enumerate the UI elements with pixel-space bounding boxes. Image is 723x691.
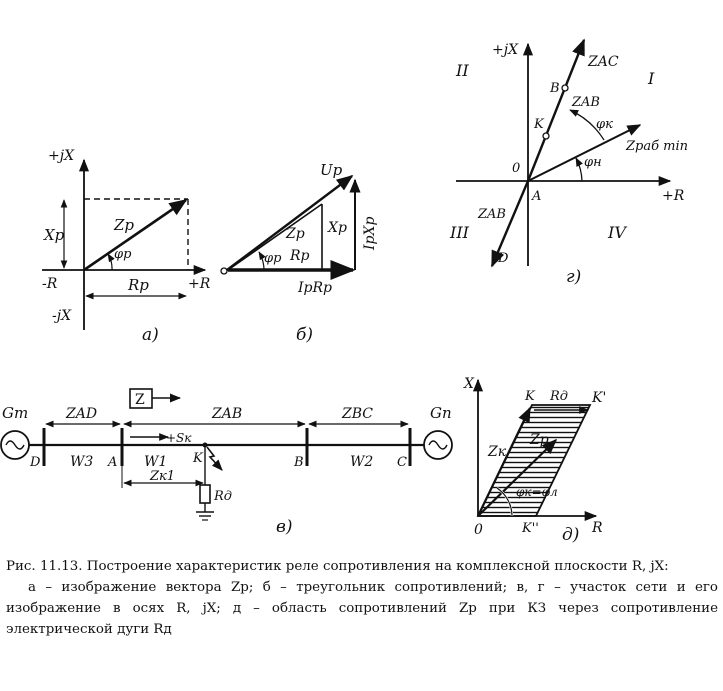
- a-angle-label: φр: [114, 247, 132, 262]
- panel-d: X R 0 K K' K'' Rд Zк Zр φк=φл д): [463, 376, 606, 545]
- b-x-label: Xр: [327, 220, 347, 236]
- g-phi-k-label: φк: [596, 117, 613, 132]
- g-point-b: [561, 84, 569, 92]
- d-axis-r-label: R: [591, 520, 603, 536]
- d-pt-k-label: K: [524, 389, 536, 404]
- g-zab-up-label: ZAB: [571, 95, 600, 110]
- a-angle-arc: [107, 253, 115, 271]
- b-angle-arc: [258, 251, 266, 271]
- b-panel-label: б): [296, 325, 313, 345]
- a-axis-y-neg-label: -jX: [52, 308, 72, 324]
- d-zk-label: Zк: [487, 444, 507, 460]
- b-ir-label: IрRр: [297, 280, 332, 296]
- v-node-d-label: D: [29, 455, 41, 470]
- g-quad-2: II: [455, 61, 469, 80]
- v-fault-lightning-icon: [206, 446, 223, 471]
- d-panel-label: д): [562, 525, 579, 545]
- d-pt-k1-label: K': [591, 390, 606, 406]
- b-origin-circle: [220, 267, 228, 275]
- b-z-hyp: [227, 203, 323, 271]
- v-w2-label: W2: [350, 454, 373, 470]
- v-w1-label: W1: [144, 454, 167, 470]
- d-angle-arc-line: [496, 487, 513, 517]
- panel-b: Uр IрXр IрRр Zр Xр Rр φр б): [220, 161, 378, 345]
- d-rd-label: Rд: [549, 389, 568, 404]
- g-axis-y-label: +jX: [492, 42, 519, 58]
- g-point-k: [542, 132, 550, 140]
- g-quad-1: I: [647, 69, 655, 88]
- a-axis-y-pos-label: +jX: [48, 148, 75, 164]
- v-rd-label: Rд: [213, 489, 232, 504]
- d-zk-vector: [477, 406, 531, 517]
- g-panel-label: г): [566, 267, 581, 287]
- a-vector-zp: [83, 198, 188, 272]
- v-sk-label: +Sк: [166, 431, 192, 445]
- g-phi-n-arc: [575, 157, 583, 182]
- v-w3-label: W3: [70, 454, 93, 470]
- d-origin-label: 0: [474, 522, 483, 538]
- v-node-k-label: K: [192, 451, 204, 466]
- a-vector-label: Zр: [113, 216, 134, 234]
- v-gen-right-label: Gn: [430, 404, 452, 422]
- figure-11-13: +jX -jX -R +R Zр φр Xр Rр а) Uр IрXр IрR…: [0, 38, 688, 545]
- g-zad-line: [490, 180, 530, 268]
- v-gen-left-sine: [5, 440, 25, 450]
- g-quad-4: IV: [607, 223, 627, 242]
- figure-caption: Рис. 11.13. Построение характеристик рел…: [6, 556, 718, 640]
- b-angle-label: φр: [264, 251, 282, 266]
- v-zad-label: ZAD: [65, 406, 97, 422]
- a-reactance-label: Xр: [43, 226, 65, 244]
- v-node-a-label: A: [107, 455, 117, 470]
- g-zac-label: ZAC: [587, 54, 619, 70]
- b-voltage-label: Uр: [320, 161, 343, 179]
- b-vector-up: [226, 174, 354, 271]
- v-node-b-label: B: [293, 455, 304, 470]
- b-r-label: Rр: [289, 248, 310, 264]
- a-axis-x-neg-label: -R: [42, 276, 58, 292]
- v-gen-right-sine: [428, 440, 448, 450]
- g-zab-down-label: ZAB: [477, 207, 506, 222]
- g-point-d-label: D: [497, 251, 509, 266]
- v-gen-left-label: Gm: [2, 404, 28, 422]
- g-zload-line: [527, 124, 642, 182]
- v-zk1-label: Zк1: [149, 469, 175, 484]
- g-axis-x-label: +R: [662, 188, 685, 204]
- g-phi-k-arc: [569, 109, 605, 141]
- g-point-b-label: B: [549, 81, 560, 96]
- caption-description: а – изображение вектора Zр; б – треуголь…: [6, 580, 718, 637]
- g-zload-label: Zраб min: [625, 139, 688, 154]
- d-zp-vector: [477, 438, 558, 517]
- v-panel-label: в): [276, 517, 293, 537]
- b-ix-label: IрXр: [362, 217, 378, 251]
- g-quad-3: III: [449, 223, 470, 242]
- caption-title: Рис. 11.13. Построение характеристик рел…: [6, 559, 669, 574]
- g-zac-line: [526, 38, 586, 182]
- d-axis-x-label: X: [463, 376, 475, 392]
- b-z-label: Zр: [285, 226, 305, 242]
- d-angle-label: φк=φл: [516, 485, 558, 499]
- a-panel-label: а): [142, 325, 159, 345]
- g-phi-n-label: φн: [584, 155, 602, 170]
- d-zp-label: Zр: [529, 432, 549, 448]
- a-resistance-label: Rр: [127, 276, 149, 294]
- g-point-k-label: K: [533, 117, 545, 132]
- v-relay-label: Z: [135, 392, 145, 408]
- panel-g: +jX +R I II III IV ZAC ZAB ZAB φк φн Zра…: [449, 38, 688, 287]
- v-zbc-label: ZBC: [341, 406, 373, 422]
- g-point-a-label: A: [531, 189, 541, 204]
- g-point-o-label: 0: [512, 161, 520, 176]
- v-rd-resistor: [199, 484, 211, 504]
- a-axis-x-pos-label: +R: [188, 276, 211, 292]
- v-node-c-label: C: [397, 455, 407, 470]
- panel-v: Gm Gn Z ZAD ZAB ZBC D A K B C W3 W1 W2 Z…: [0, 388, 453, 537]
- panel-a: +jX -jX -R +R Zр φр Xр Rр а): [42, 148, 211, 345]
- d-pt-k2-label: K'': [521, 521, 539, 536]
- v-zab-label: ZAB: [211, 406, 242, 422]
